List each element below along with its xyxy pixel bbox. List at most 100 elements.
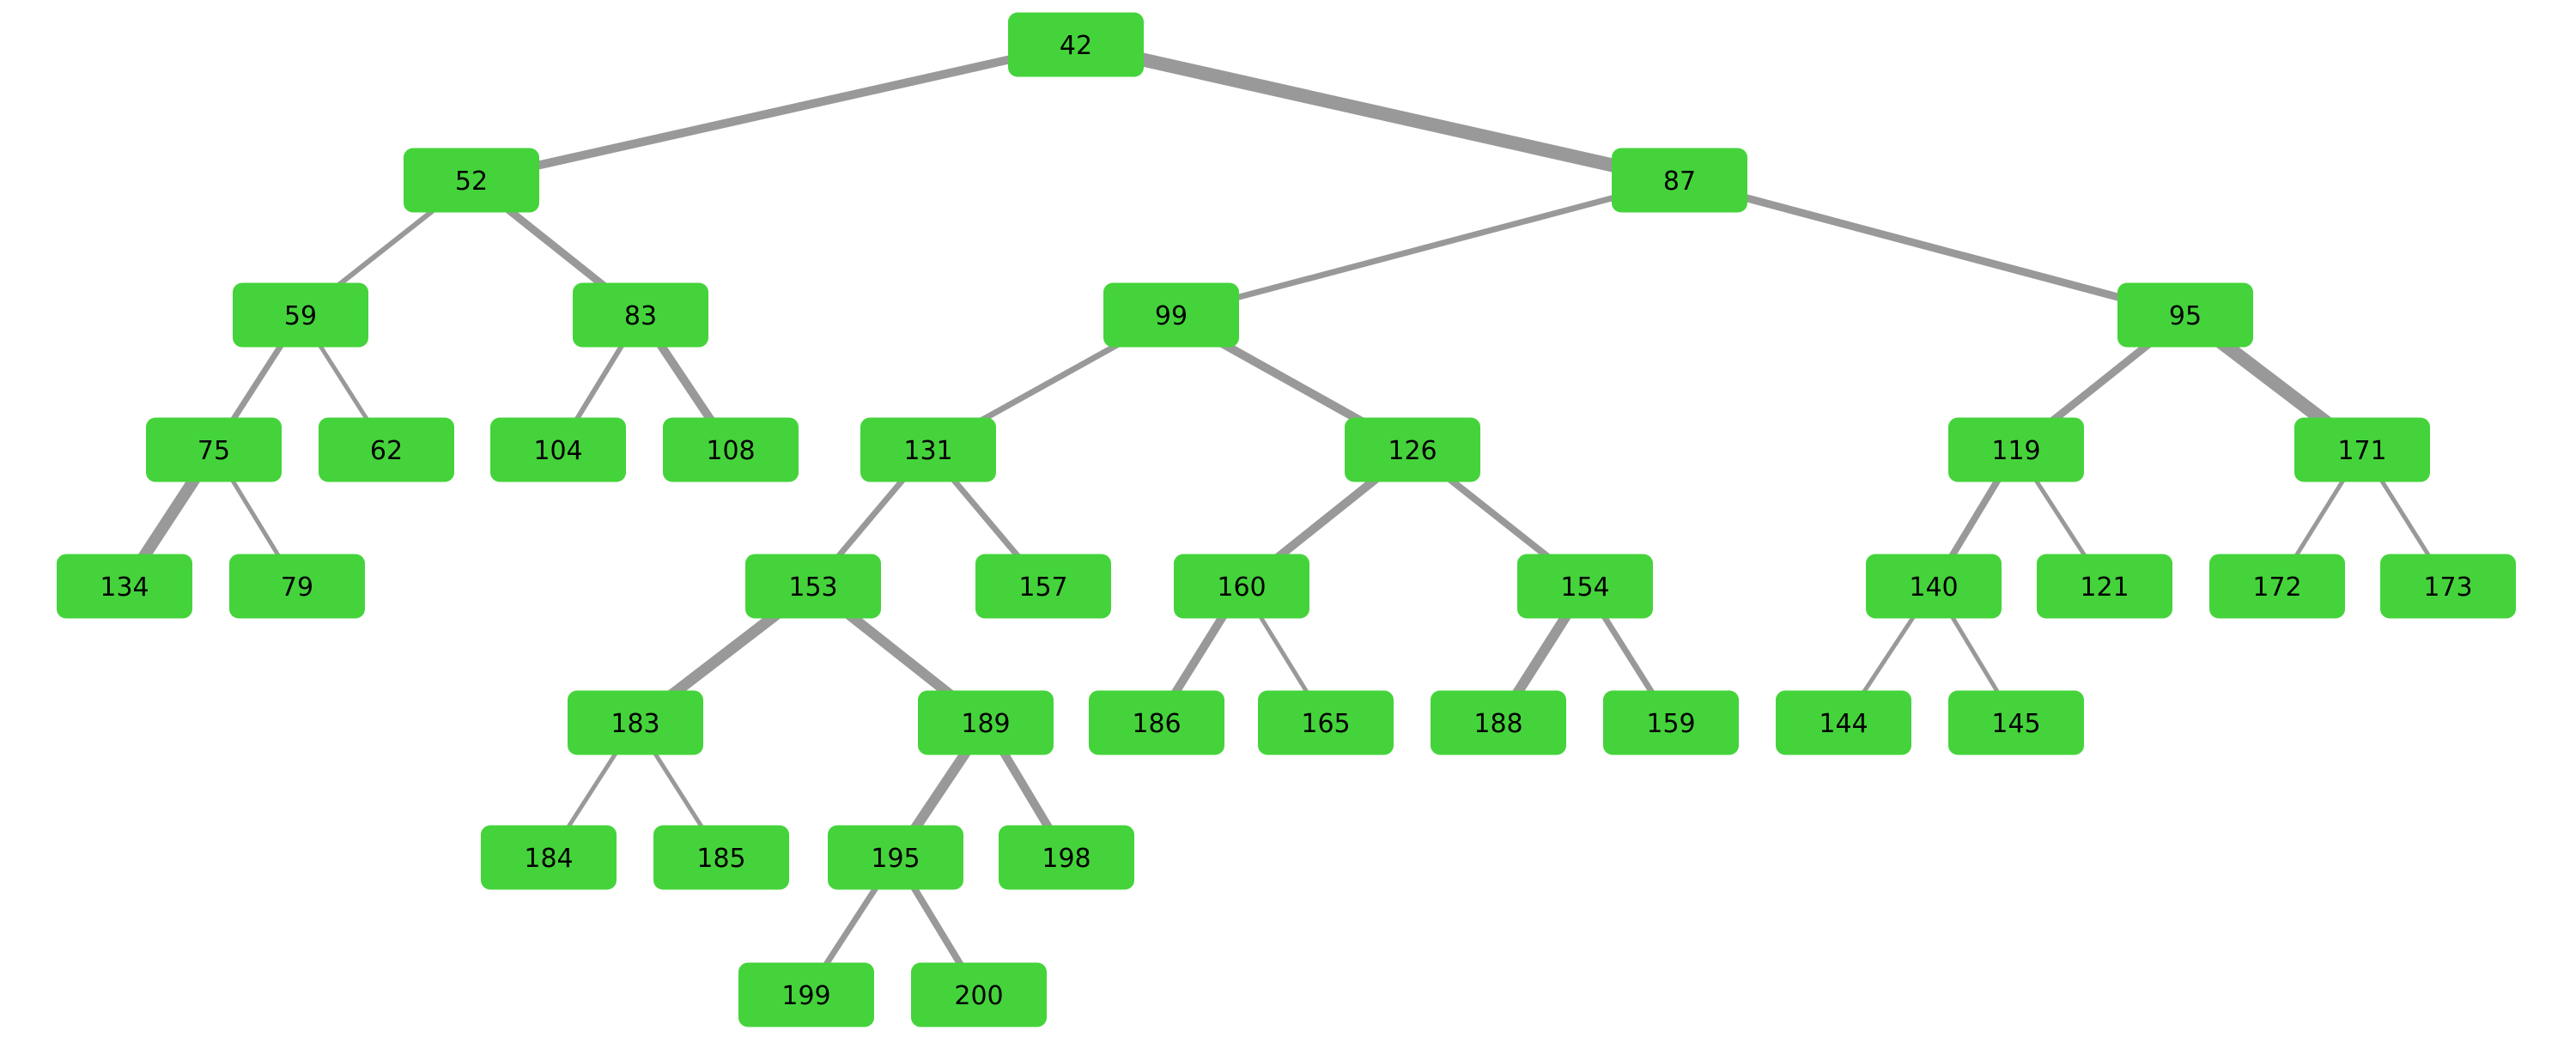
tree-node-box [2380,554,2516,619]
tree-node-box [911,962,1047,1027]
tree-node-153: 153 [745,554,881,619]
tree-node-104: 104 [490,417,626,482]
tree-node-42: 42 [1008,12,1144,77]
tree-node-198: 198 [999,825,1134,890]
tree-node-134: 134 [57,554,192,619]
tree-node-box [1345,417,1480,482]
tree-node-171: 171 [2294,417,2430,482]
tree-node-box [1866,554,2002,619]
tree-node-119: 119 [1948,417,2084,482]
tree-node-box [2037,554,2172,619]
tree-node-label: 186 [1132,709,1181,739]
tree-node-box [745,554,881,619]
tree-node-75: 75 [146,417,282,482]
tree-node-165: 165 [1258,690,1394,755]
tree-node-label: 159 [1646,709,1695,739]
tree-node-99: 99 [1103,282,1239,348]
tree-node-box [57,554,192,619]
tree-node-154: 154 [1517,554,1653,619]
tree-node-121: 121 [2037,554,2172,619]
tree-node-label: 153 [788,572,837,603]
tree-node-box [1948,417,2084,482]
tree-node-label: 173 [2423,572,2472,603]
tree-node-box [1612,148,1747,213]
tree-node-label: 144 [1819,709,1868,739]
tree-node-label: 126 [1388,436,1437,466]
tree-node-label: 87 [1663,167,1696,197]
tree-node-box [146,417,282,482]
tree-node-label: 189 [961,709,1010,739]
tree-node-box [490,417,626,482]
tree-edge-42-52 [470,40,1078,185]
tree-node-126: 126 [1345,417,1480,482]
tree-node-label: 199 [781,981,830,1011]
tree-node-label: 134 [100,572,149,603]
tree-node-box [568,690,703,755]
tree-node-188: 188 [1431,690,1566,755]
tree-node-box [404,148,539,213]
tree-node-label: 140 [1909,572,1958,603]
tree-node-box [828,825,963,890]
tree-node-label: 75 [197,436,230,466]
tree-edge-87-95 [1678,176,2187,319]
tree-node-label: 108 [706,436,755,466]
tree-node-label: 171 [2337,436,2386,466]
tree-node-59: 59 [233,282,368,348]
tree-node-label: 172 [2252,572,2301,603]
tree-node-83: 83 [573,282,708,348]
tree-node-box [1089,690,1224,755]
tree-node-label: 145 [1991,709,2040,739]
tree-node-box [999,825,1134,890]
tree-node-label: 154 [1560,572,1609,603]
tree-node-box [2294,417,2430,482]
tree-node-108: 108 [663,417,799,482]
tree-node-label: 165 [1301,709,1350,739]
tree-node-label: 200 [954,981,1003,1011]
tree-node-160: 160 [1174,554,1309,619]
tree-node-label: 83 [624,301,657,331]
tree-node-199: 199 [738,962,874,1027]
tree-node-box [738,962,874,1027]
tree-node-label: 59 [284,301,317,331]
tree-node-label: 79 [281,572,313,603]
tree-node-label: 157 [1018,572,1067,603]
tree-node-159: 159 [1603,690,1739,755]
tree-node-box [2209,554,2345,619]
tree-node-184: 184 [481,825,617,890]
tree-edge-42-87 [1074,38,1681,187]
tree-node-label: 62 [370,436,403,466]
tree-node-186: 186 [1089,690,1224,755]
tree-node-box [663,417,799,482]
tree-node-label: 185 [696,844,745,874]
tree-node-box [319,417,454,482]
tree-node-95: 95 [2117,282,2253,348]
tree-node-box [2117,282,2253,348]
tree-node-box [860,417,996,482]
tree-node-183: 183 [568,690,703,755]
tree-node-box [573,282,708,348]
tree-node-145: 145 [1948,690,2084,755]
tree-node-label: 198 [1042,844,1091,874]
tree-node-173: 173 [2380,554,2516,619]
tree-node-label: 104 [533,436,582,466]
tree-node-label: 131 [903,436,952,466]
tree-node-box [1258,690,1394,755]
tree-node-52: 52 [404,148,539,213]
tree-node-box [1948,690,2084,755]
tree-node-box [653,825,789,890]
tree-node-box [918,690,1054,755]
tree-node-box [233,282,368,348]
tree-node-box [1776,690,1911,755]
tree-node-label: 183 [611,709,659,739]
tree-node-label: 99 [1155,301,1188,331]
tree-node-79: 79 [229,554,365,619]
tree-node-box [1603,690,1739,755]
tree-node-144: 144 [1776,690,1911,755]
tree-node-box [975,554,1111,619]
tree-node-195: 195 [828,825,963,890]
tree-node-label: 184 [524,844,573,874]
tree-node-62: 62 [319,417,454,482]
tree-node-131: 131 [860,417,996,482]
